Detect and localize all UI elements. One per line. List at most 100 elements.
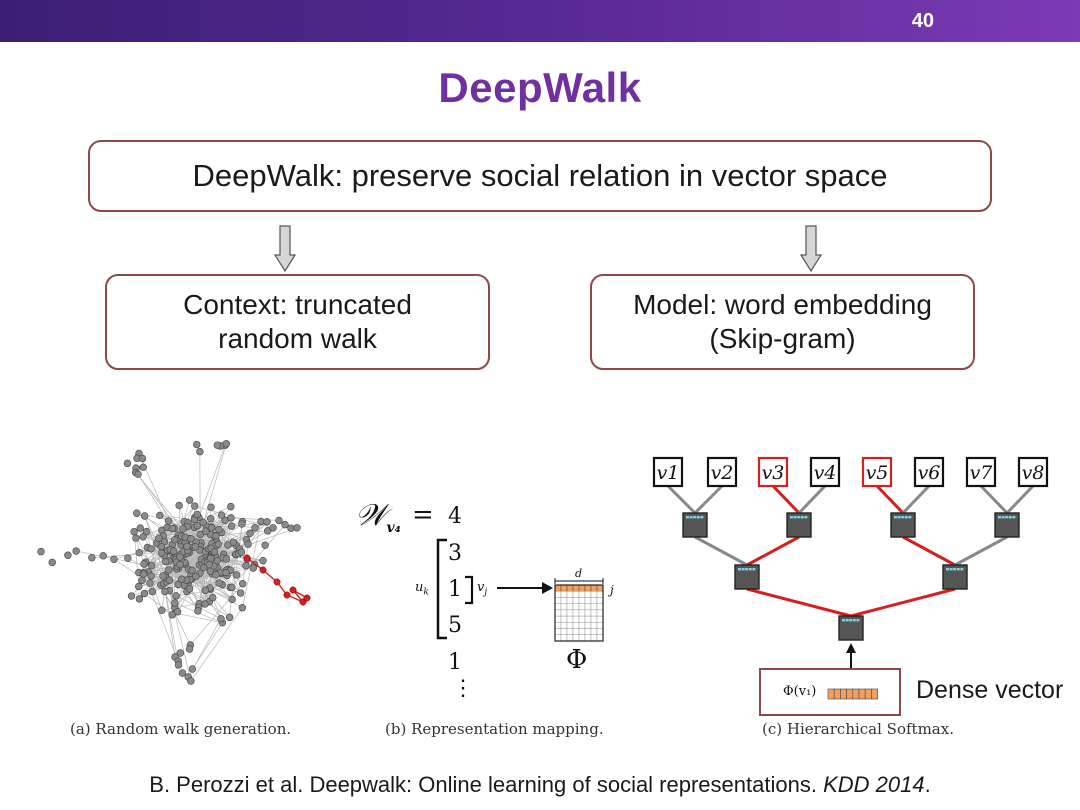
phi-cell (560, 615, 568, 623)
graph-node (139, 463, 147, 471)
graph-edge (159, 515, 185, 523)
phi-row-cell (566, 584, 574, 592)
graph-node (132, 534, 140, 542)
phi-cell (590, 597, 598, 604)
walk-node (259, 566, 267, 574)
graph-node (201, 600, 209, 608)
graph-node (142, 527, 151, 536)
random-walk-path (243, 554, 311, 606)
phi-cell (596, 597, 604, 604)
root-arrow-head (846, 643, 856, 653)
graph-edge (164, 505, 196, 543)
graph-node (127, 592, 136, 600)
graph-node (138, 454, 147, 463)
dense-vector-label: Dense vector (916, 676, 1064, 704)
graph-node (64, 551, 72, 559)
mapping-arrow-icon (497, 582, 553, 594)
graph-edge (144, 593, 173, 615)
graph-node (135, 595, 144, 603)
graph-node (130, 527, 138, 536)
phi-cell (584, 628, 592, 635)
graph-node (174, 661, 183, 669)
tree-edge (746, 535, 800, 567)
phi-cell (566, 597, 574, 604)
walk-item-1: 3 (448, 541, 462, 566)
j-label: j (610, 583, 614, 597)
softmax-node (942, 564, 968, 590)
graph-node (138, 576, 146, 585)
graph-node (227, 514, 235, 522)
graph-node (191, 543, 200, 551)
phi-cell (560, 603, 568, 611)
graph-node (174, 580, 182, 589)
graph-edge (151, 565, 191, 646)
graph-node (136, 524, 144, 532)
phi-label: Φ (566, 645, 588, 675)
summary-bold: DeepWalk (192, 158, 335, 194)
walk-node (303, 594, 311, 602)
leaf-v3: v3 (757, 456, 789, 488)
phi-cell (584, 603, 592, 611)
graph-node (134, 470, 142, 478)
tree-edge (694, 535, 748, 567)
graph-node (171, 536, 179, 544)
phi-cell (578, 603, 586, 611)
graph-edge (190, 607, 243, 682)
phi-cell (554, 622, 562, 629)
softmax-node (994, 512, 1020, 538)
context-box: Context: truncated random walk (105, 274, 490, 370)
leaf-v1: v1 (652, 456, 684, 488)
softmax-node (838, 615, 864, 641)
phi-cell (566, 591, 574, 598)
graph-edge (201, 542, 242, 553)
graph-edge (144, 515, 167, 583)
graph-edge (139, 552, 213, 598)
graph-node (156, 511, 164, 520)
graph-node (214, 540, 223, 549)
graph-node (187, 535, 195, 543)
graph-node (159, 572, 167, 580)
model-line-1: Model: word embedding (633, 289, 932, 321)
graph-node (201, 586, 210, 595)
phi-cell (572, 597, 580, 604)
random-walk-graph (37, 440, 311, 685)
tree-edge (850, 587, 956, 618)
graph-edge (159, 515, 195, 520)
phi-cell (596, 628, 604, 635)
phi-cell (572, 634, 580, 642)
d-dimension-line (554, 578, 604, 584)
graph-edge (247, 521, 268, 545)
leaf-v6: v6 (913, 456, 945, 488)
citation-text: B. Perozzi et al. Deepwalk: Online learn… (149, 772, 817, 797)
graph-edge (199, 506, 232, 551)
tree-edge (902, 535, 956, 567)
graph-node (110, 555, 118, 563)
phi-row-cell (554, 584, 562, 592)
graph-node (207, 524, 216, 532)
phi-cell (596, 603, 604, 611)
graph-node (213, 441, 222, 449)
graph-node (171, 599, 179, 607)
graph-node (146, 579, 154, 587)
phi-cell (596, 634, 604, 642)
dense-cell (827, 688, 835, 700)
graph-edge (230, 517, 280, 521)
leaf-v5: v5 (861, 456, 893, 488)
graph-node (161, 557, 170, 566)
phi-cell (572, 603, 580, 611)
graph-node (139, 533, 147, 541)
graph-node (215, 525, 223, 534)
caption-c: (c) Hierarchical Softmax. (762, 720, 954, 738)
graph-node (148, 587, 157, 596)
phi-cell (554, 615, 562, 623)
graph-node (157, 549, 166, 557)
model-box: Model: word embedding (Skip-gram) (590, 274, 975, 370)
tree-edge (771, 484, 801, 515)
graph-node (193, 510, 201, 519)
phi-cell (578, 622, 586, 629)
graph-node (275, 516, 283, 525)
graph-node (185, 496, 194, 504)
leaf-v8: v8 (1017, 456, 1049, 488)
graph-node (168, 524, 177, 533)
